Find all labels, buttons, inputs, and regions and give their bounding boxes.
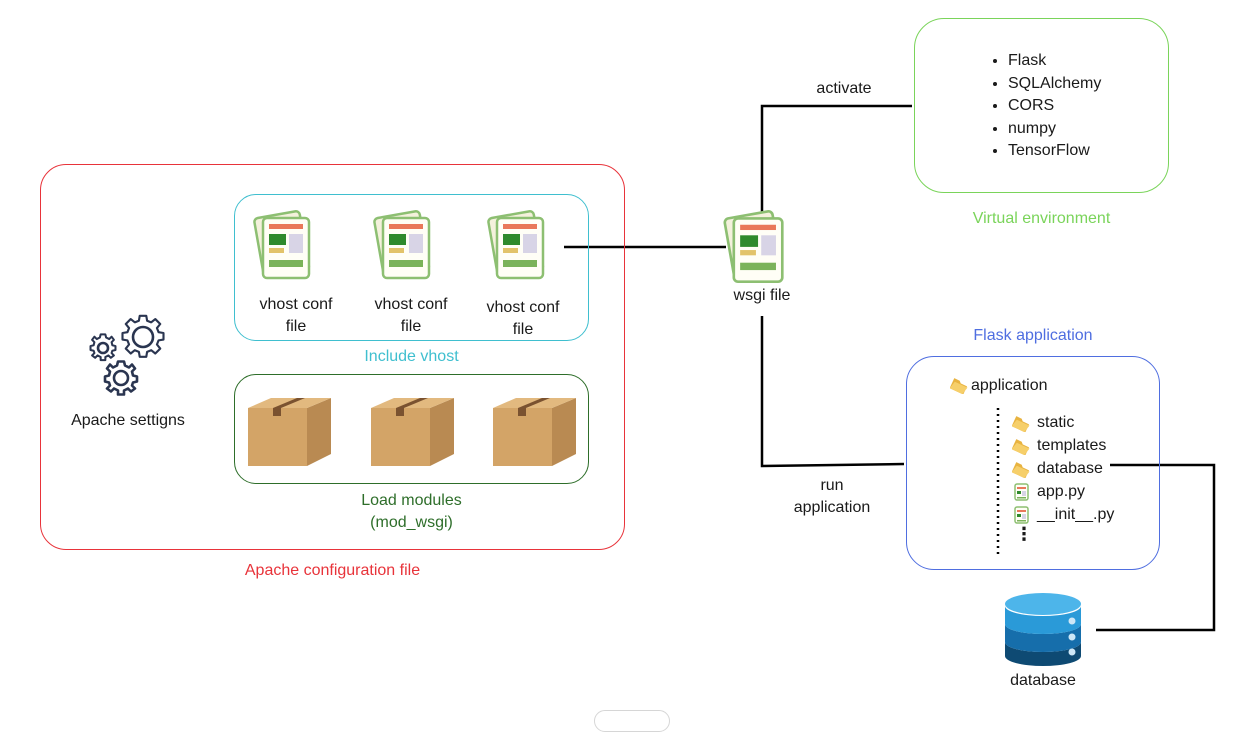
folder-icon (1012, 462, 1030, 478)
bottom-edge-pill (594, 710, 670, 732)
folder-icon (1012, 416, 1030, 432)
vhost-file-label: vhost conf file (486, 299, 560, 338)
vhost-group-label: Include vhost (364, 348, 459, 365)
python-file-icon (1014, 483, 1029, 501)
venv-package-item: TensorFlow (1008, 140, 1101, 163)
database-icon (1005, 593, 1081, 666)
venv-label: Virtual environment (972, 210, 1111, 227)
run-application-edge-label: run application (793, 477, 871, 516)
venv-package-item: numpy (1008, 118, 1101, 141)
wsgi-to-flask-line (760, 316, 905, 468)
modules-group-label: Load modules (mod_wsgi) (361, 492, 462, 531)
package-box-icon (371, 398, 454, 466)
venv-package-item: Flask (1008, 50, 1101, 73)
folder-icon (1012, 439, 1030, 455)
venv-box (914, 18, 1169, 193)
flask-app-box (906, 356, 1160, 570)
package-box-icon (248, 398, 331, 466)
vhost-group-box (234, 194, 589, 341)
wsgi-to-venv-line (760, 104, 912, 212)
venv-package-item: SQLAlchemy (1008, 73, 1101, 96)
activate-edge-label: activate (816, 80, 872, 97)
tree-item-label: __init__.py (1037, 506, 1115, 523)
config-file-icon (373, 210, 431, 280)
wsgi-file-label: wsgi file (733, 287, 791, 304)
config-file-icon (253, 210, 311, 280)
config-file-icon (487, 210, 545, 280)
flask-app-label: Flask application (973, 327, 1093, 344)
wsgi-file-icon (723, 210, 784, 283)
modules-group-box (234, 374, 589, 484)
tree-item-label: app.py (1037, 483, 1086, 500)
tree-item-label: database (1037, 460, 1103, 477)
apache-config-box (40, 164, 625, 550)
tree-item-label: templates (1037, 437, 1107, 454)
database-label: database (1010, 672, 1076, 689)
package-box-icon (493, 398, 576, 466)
apache-settings-label: Apache settigns (71, 412, 185, 429)
venv-package-item: CORS (1008, 95, 1101, 118)
tree-root-label: application (971, 377, 1048, 394)
tree-more-indicator: ⋮ (1015, 524, 1033, 544)
vhost-file-label: vhost conf file (259, 296, 333, 335)
vhost-file-label: vhost conf file (374, 296, 448, 335)
python-file-icon (1014, 506, 1029, 524)
folder-icon (950, 378, 968, 394)
apache-config-label: Apache configuration file (244, 562, 421, 579)
venv-package-list: Flask SQLAlchemy CORS numpy TensorFlow (990, 50, 1101, 163)
tree-item-label: static (1037, 414, 1075, 431)
gears-icon (89, 314, 165, 396)
